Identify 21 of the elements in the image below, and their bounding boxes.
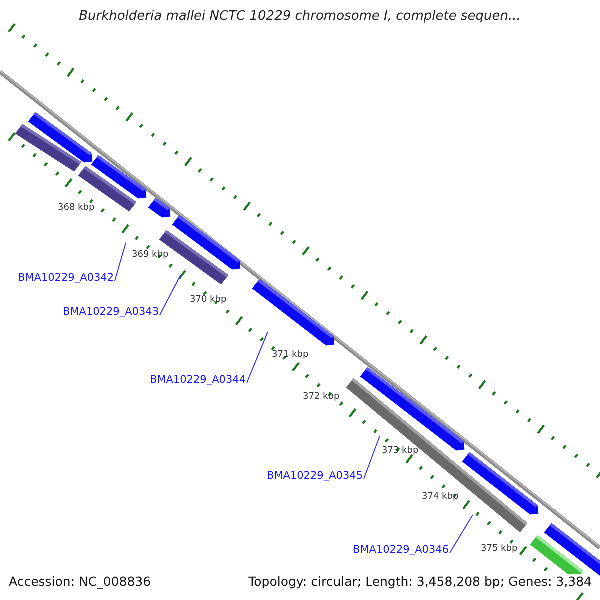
scale-label: 371 kbp bbox=[272, 350, 309, 360]
map-title: Burkholderia mallei NCTC 10229 chromosome I, complete sequen... bbox=[78, 9, 522, 24]
scale-label: 374 kbp bbox=[422, 492, 459, 502]
scale-label: 369 kbp bbox=[132, 250, 169, 260]
scale-label: 370 kbp bbox=[190, 295, 227, 305]
scale-label: 375 kbp bbox=[481, 544, 518, 554]
gene-label: BMA10229_A0345 bbox=[267, 470, 364, 482]
sequence-info-text: Topology: circular; Length: 3,458,208 bp; Genes: 3,384 bbox=[248, 574, 592, 589]
gene-label: BMA10229_A0342 bbox=[18, 272, 114, 284]
scale-label: 368 kbp bbox=[58, 203, 95, 213]
leader-line bbox=[450, 514, 474, 554]
accession-text: Accession: NC_008836 bbox=[9, 574, 152, 589]
leader-line bbox=[246, 332, 268, 384]
gene-label: BMA10229_A0343 bbox=[63, 306, 160, 318]
gene-label: BMA10229_A0346 bbox=[353, 544, 450, 556]
scale-label: 373 kbp bbox=[382, 446, 419, 456]
leader-line bbox=[364, 436, 380, 480]
scale-label: 372 kbp bbox=[303, 392, 340, 402]
gene-label: BMA10229_A0344 bbox=[150, 374, 246, 386]
leader-line bbox=[160, 274, 182, 316]
leader-line bbox=[114, 242, 126, 282]
